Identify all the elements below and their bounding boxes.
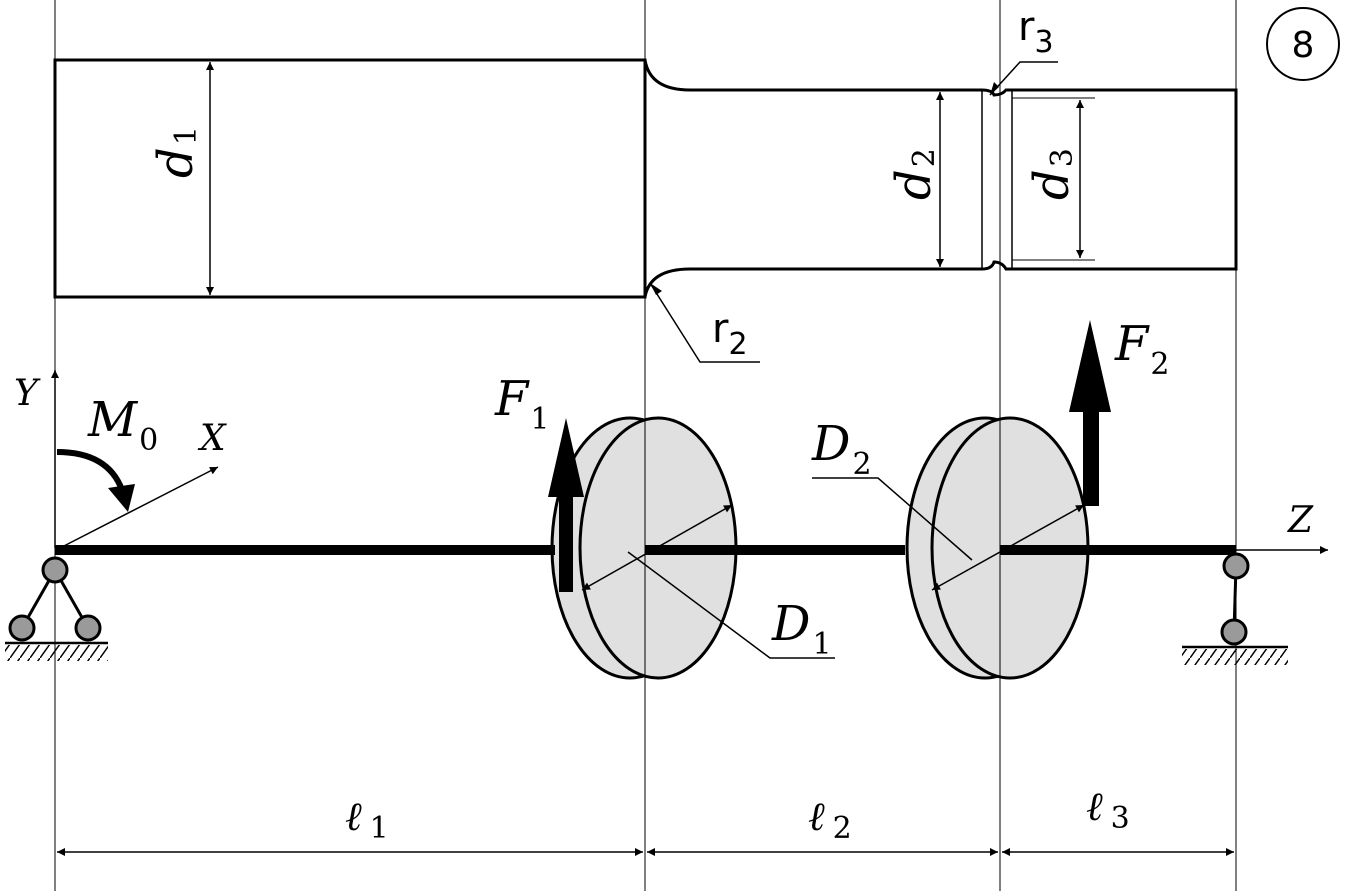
force-arrow-f1	[548, 418, 584, 592]
figure-number: 8	[1292, 25, 1315, 66]
stepped-shaft	[53, 58, 1238, 299]
radius-leaders	[649, 61, 1058, 363]
coordinate-axes	[51, 370, 1328, 554]
label-d-disk-1: D1	[771, 596, 832, 662]
left-pin-support	[5, 556, 108, 661]
label-m0: M0	[87, 392, 158, 458]
label-r3: r3	[1018, 4, 1054, 60]
svg-text:d3: d3	[1024, 148, 1080, 200]
label-d-disk-2: D2	[811, 416, 872, 482]
label-d1: d1	[148, 126, 204, 178]
label-f1: F1	[494, 371, 549, 437]
disk-diameter-leaders	[581, 477, 1085, 659]
right-roller-support	[1182, 552, 1288, 665]
figure-number-circle	[1266, 7, 1340, 81]
force-arrow-f2	[1069, 320, 1111, 506]
label-d2: d2	[886, 148, 942, 200]
diameter-dimensions	[206, 62, 1095, 295]
label-f2: F2	[1114, 316, 1169, 382]
label-axis-y: Y	[14, 373, 41, 414]
svg-text:d1: d1	[148, 126, 204, 178]
label-axis-x: X	[197, 418, 227, 459]
svg-text:d2: d2	[886, 148, 942, 200]
label-axis-z: Z	[1287, 500, 1314, 541]
moment-arrow-m0	[56, 449, 135, 512]
label-r2: r2	[712, 306, 748, 362]
label-d3: d3	[1024, 148, 1080, 200]
